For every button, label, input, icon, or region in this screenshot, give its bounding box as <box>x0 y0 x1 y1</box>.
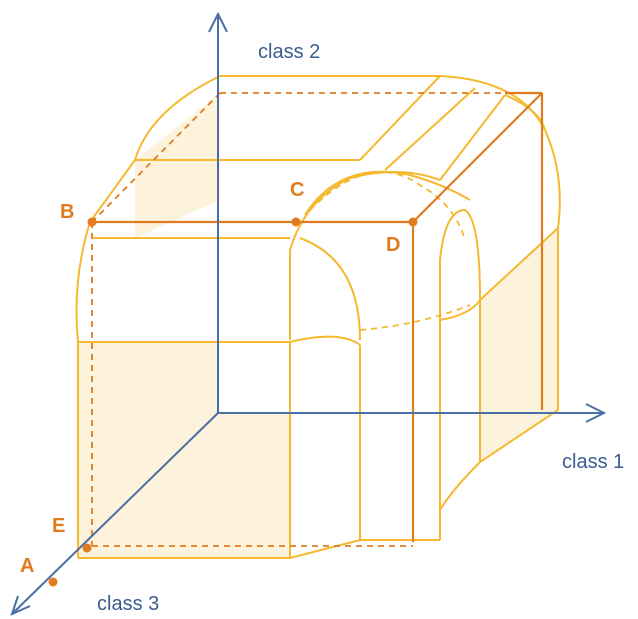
y-axis-label: class 2 <box>258 41 320 63</box>
axes <box>10 11 607 616</box>
middle-right-line <box>439 299 481 321</box>
top-left-face-fill <box>135 93 220 238</box>
top-right-connector <box>504 94 546 131</box>
left-arch <box>289 171 441 340</box>
point-label-e: E <box>52 515 65 537</box>
z-axis-arrow <box>10 595 31 616</box>
point-label-a: A <box>20 555 34 577</box>
y-axis-arrow <box>208 11 228 33</box>
point-c <box>291 217 301 227</box>
band-line-3 <box>439 94 506 181</box>
dashed-arc <box>309 171 466 241</box>
point-a <box>48 577 58 587</box>
z-axis-label: class 3 <box>97 593 159 615</box>
band-line-2 <box>384 87 476 171</box>
top-left-curve <box>89 75 221 223</box>
shaded-faces <box>78 93 558 558</box>
outer-shape <box>75 75 561 559</box>
point-label-d: D <box>386 234 400 256</box>
x-axis-arrow <box>585 403 607 423</box>
point-e <box>82 543 92 553</box>
bottom-face-fill <box>78 413 290 558</box>
point-d <box>408 217 418 227</box>
top-back-edge <box>220 75 546 131</box>
x-axis-label: class 1 <box>562 451 624 473</box>
dashed-middle <box>359 304 471 331</box>
band-line-1 <box>359 75 441 161</box>
point-b <box>87 217 97 227</box>
point-label-b: B <box>60 201 74 223</box>
bottom-front-line <box>78 539 440 559</box>
point-label-c: C <box>290 179 304 201</box>
dashed-left-top <box>91 92 221 223</box>
left-curve <box>75 221 91 558</box>
middle-arch-curve <box>289 335 361 346</box>
right-arch <box>439 208 481 520</box>
right-lower-face-fill <box>480 228 558 462</box>
right-face-line <box>479 227 559 301</box>
points <box>48 217 418 587</box>
left-lower-face-fill <box>78 342 218 558</box>
arch-top <box>304 170 471 216</box>
cube-edges <box>92 91 544 542</box>
dashed-lines <box>91 92 505 547</box>
cube-top-diagonal <box>412 92 543 223</box>
mid-arch <box>299 237 361 341</box>
z-axis-line <box>13 412 219 613</box>
